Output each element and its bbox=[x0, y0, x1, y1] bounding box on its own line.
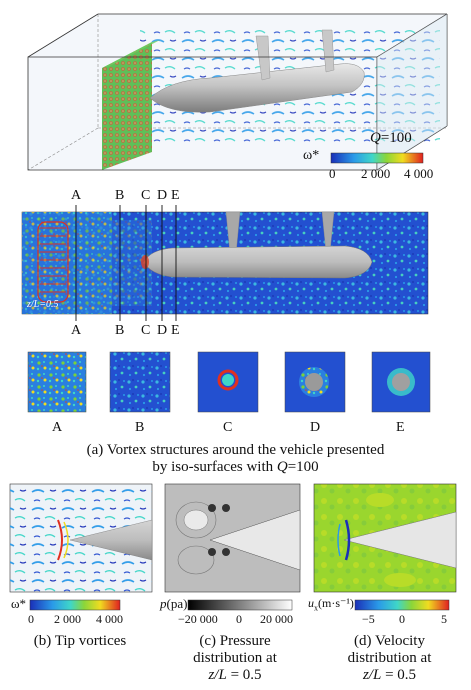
q-value: =100 bbox=[380, 130, 412, 146]
side-view-panel bbox=[21, 205, 429, 321]
top-colorbar-tick-2: 4 000 bbox=[404, 166, 434, 181]
top-colorbar bbox=[330, 152, 424, 164]
section-label-e-top: E bbox=[171, 188, 180, 203]
section-label-a-bottom: A bbox=[71, 323, 82, 338]
d-colorbar-tick-0: −5 bbox=[362, 612, 375, 626]
b-colorbar-tick-1: 2 000 bbox=[54, 612, 81, 626]
d-colorbar-tick-2: 5 bbox=[441, 612, 447, 626]
blade-coils bbox=[37, 221, 69, 303]
d-colorbar-label: ux(m·s⁻¹) bbox=[308, 596, 354, 612]
caption-d-line2: distribution at bbox=[347, 650, 432, 666]
c-colorbar-tick-0: −20 000 bbox=[178, 612, 218, 626]
velocity-panel bbox=[313, 483, 457, 611]
vortex-3d-view bbox=[27, 13, 448, 171]
slice-label-a: A bbox=[52, 420, 63, 435]
section-label-b-top: B bbox=[115, 188, 125, 203]
top-colorbar-tick-1: 2 000 bbox=[361, 166, 391, 181]
slice-c bbox=[197, 351, 259, 413]
slice-b bbox=[109, 351, 171, 413]
q-symbol: Q bbox=[370, 130, 381, 146]
slice-label-b: B bbox=[135, 420, 145, 435]
caption-a-line2-q: Q bbox=[276, 459, 288, 475]
caption-c-line1: (c) Pressure bbox=[199, 633, 271, 649]
top-colorbar-tick-0: 0 bbox=[329, 166, 336, 181]
b-colorbar-label: ω* bbox=[11, 596, 27, 611]
section-label-c-bottom: C bbox=[141, 323, 151, 338]
section-label-a-top: A bbox=[71, 188, 82, 203]
section-label-c-top: C bbox=[141, 188, 151, 203]
zl-label: z/L=0.5 bbox=[27, 299, 59, 310]
slice-e bbox=[371, 351, 431, 413]
d-colorbar-label-sub: x bbox=[314, 603, 318, 613]
c-colorbar-tick-1: 0 bbox=[236, 612, 242, 626]
caption-c-line2: distribution at bbox=[193, 650, 277, 666]
caption-a-line2: by iso-surfaces with Q=100 bbox=[0, 459, 471, 476]
b-colorbar-tick-2: 4 000 bbox=[96, 612, 123, 626]
caption-c: (c) Pressure distribution at z/L = 0.5 bbox=[160, 633, 310, 684]
caption-d: (d) Velocity distribution at z/L = 0.5 bbox=[312, 633, 467, 684]
b-colorbar-tick-0: 0 bbox=[28, 612, 34, 626]
slice-label-c: C bbox=[223, 420, 233, 435]
c-colorbar-label-p: p bbox=[160, 596, 167, 611]
d-colorbar-label-unit: (m·s⁻¹) bbox=[318, 596, 354, 610]
caption-a-line1: (a) Vortex structures around the vehicle… bbox=[86, 442, 385, 458]
caption-c-zl-value: = 0.5 bbox=[226, 667, 262, 683]
caption-c-zl: z/L bbox=[208, 667, 227, 683]
d-colorbar-label-u: u bbox=[308, 596, 314, 610]
caption-d-zl-value: = 0.5 bbox=[381, 667, 417, 683]
caption-d-line3: z/L = 0.5 bbox=[312, 667, 467, 684]
slice-thumbnails bbox=[27, 351, 431, 413]
section-label-b-bottom: B bbox=[115, 323, 125, 338]
pressure-panel bbox=[164, 483, 301, 611]
slice-a bbox=[27, 351, 87, 413]
slice-label-e: E bbox=[396, 420, 405, 435]
slice-d bbox=[284, 351, 346, 413]
caption-b: (b) Tip vortices bbox=[33, 633, 127, 649]
d-colorbar-tick-1: 0 bbox=[399, 612, 405, 626]
c-colorbar-label-unit: (pa) bbox=[166, 596, 188, 611]
section-label-d-top: D bbox=[157, 188, 168, 203]
c-colorbar-label: p(pa) bbox=[160, 596, 187, 612]
section-label-e-bottom: E bbox=[171, 323, 180, 338]
caption-a-line2-suffix: =100 bbox=[287, 459, 319, 475]
c-colorbar-tick-2: 20 000 bbox=[260, 612, 293, 626]
caption-a-line2-prefix: by iso-surfaces with bbox=[152, 459, 277, 475]
caption-d-zl: z/L bbox=[362, 667, 382, 683]
caption-c-line3: z/L = 0.5 bbox=[160, 667, 310, 684]
caption-d-line1: (d) Velocity bbox=[354, 633, 425, 649]
q-label: Q=100 bbox=[370, 130, 412, 147]
top-colorbar-label: ω* bbox=[303, 148, 320, 163]
tip-vortices-panel bbox=[9, 483, 153, 611]
slice-label-d: D bbox=[310, 420, 321, 435]
section-label-d-bottom: D bbox=[157, 323, 168, 338]
